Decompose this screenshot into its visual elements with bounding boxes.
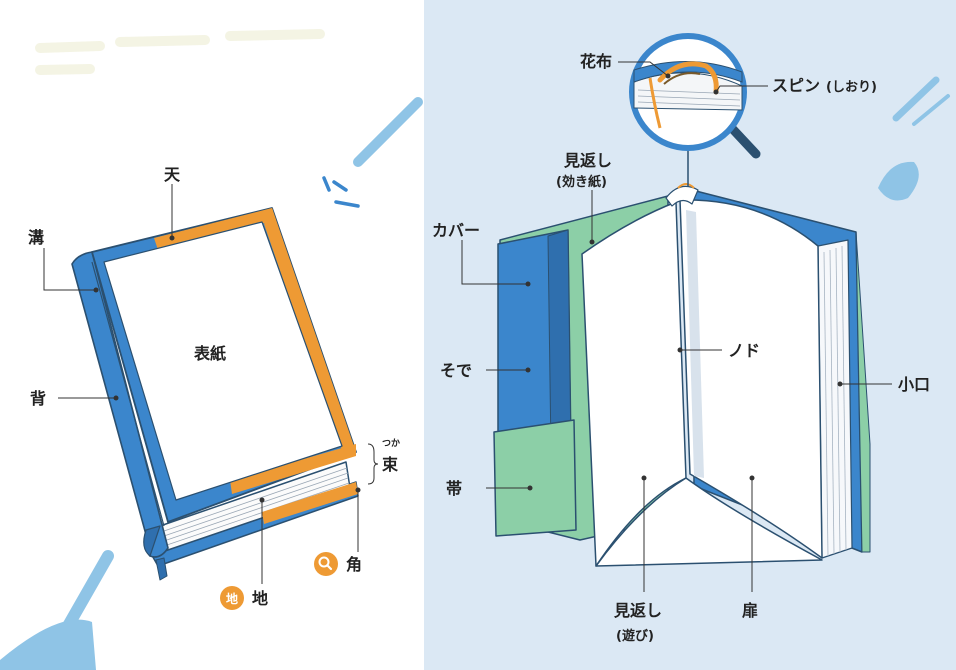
- chi-badge: 地: [220, 586, 244, 610]
- label-tsuka-ruby: つか: [382, 438, 400, 449]
- page-edge-lines: [163, 467, 350, 547]
- label-ten: 天: [164, 165, 181, 184]
- label-kado: 角: [346, 555, 362, 574]
- decor-sketch-lines: [35, 29, 325, 75]
- fore-edge-lines: [823, 245, 847, 557]
- magnifier-icon: [629, 33, 761, 186]
- label-se: 背: [30, 389, 46, 408]
- label-kafu: 花布: [580, 52, 612, 71]
- left-leaders: [43, 184, 379, 584]
- right-leaders: [461, 61, 892, 592]
- label-mizo: 溝: [28, 228, 44, 247]
- sparkle-lines-icon: [322, 176, 360, 208]
- label-sode: そで: [440, 361, 472, 380]
- decor-stripes-left: [0, 97, 423, 670]
- closed-book-illustration: [71, 207, 359, 581]
- label-koguchi: 小口: [898, 375, 930, 394]
- label-spin-sub: (しおり): [826, 80, 877, 95]
- back-band: [855, 231, 871, 553]
- hinge-groove: [91, 261, 165, 527]
- label-mikaeshi-top: 見返し: [563, 151, 612, 170]
- ribbon-tail: [155, 557, 168, 581]
- spine-curl: [143, 525, 161, 557]
- label-mikaeshi-bottom: 見返し: [613, 601, 662, 620]
- orange-bottom-edge: [230, 444, 356, 494]
- label-cover: カバー: [432, 221, 480, 240]
- spine-top: [665, 185, 699, 207]
- page-fold-bottom: [595, 477, 823, 567]
- orange-lower-edge: [262, 482, 358, 524]
- label-tsuka: 束: [382, 455, 399, 474]
- orange-top-edge: [154, 208, 276, 250]
- orange-right-edge: [264, 208, 356, 456]
- fore-edge: [817, 239, 853, 559]
- label-tobira: 扉: [742, 601, 758, 620]
- cover-face: [103, 221, 343, 501]
- label-nodo: ノド: [728, 341, 760, 360]
- headband-small: [677, 183, 695, 189]
- open-book-illustration: [493, 183, 871, 567]
- label-mikaeshi-top-sub: (効き紙): [556, 174, 607, 190]
- label-mikaeshi-bottom-sub: (遊び): [616, 628, 654, 644]
- label-spin: スピン: [772, 76, 820, 95]
- label-obi: 帯: [446, 479, 462, 498]
- obi-band: [493, 419, 577, 537]
- gutter-shade: [686, 210, 704, 478]
- magnify-badge-icon: [314, 552, 338, 576]
- label-chi: 地: [252, 589, 268, 608]
- decor-stripes-right: [878, 76, 950, 201]
- title-page: [679, 199, 823, 559]
- chi-badge-text: 地: [226, 591, 238, 606]
- label-hyoshi: 表紙: [193, 344, 226, 363]
